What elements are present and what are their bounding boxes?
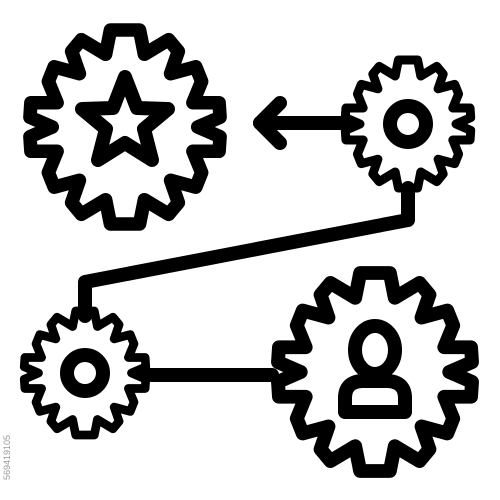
star-icon [75,70,175,167]
gear-small-bottom [24,311,146,435]
ring-icon [383,99,433,149]
watermark-id-text: 569419105 [2,434,12,480]
user-icon [338,319,412,419]
polyline-connector [78,181,415,323]
arrow-head-icon [253,96,287,150]
gear-small-top [345,60,470,188]
gear-star [30,30,220,224]
ring-icon-bottom [60,348,110,398]
